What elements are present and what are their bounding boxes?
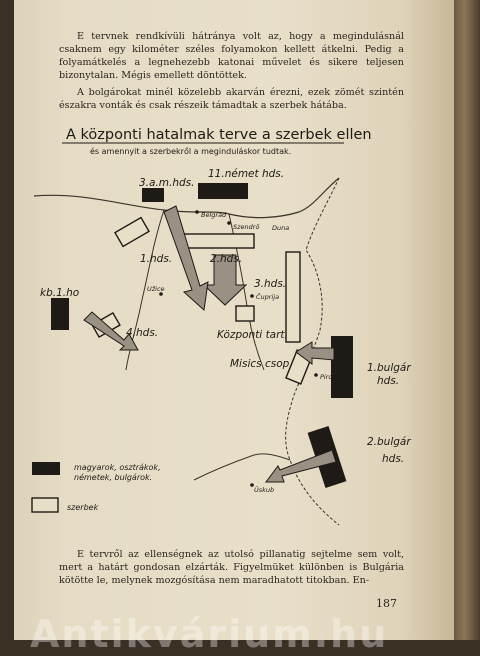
label-pirot: Pirot xyxy=(320,373,335,381)
unit-austro-hungarian-3-army xyxy=(142,188,164,202)
river-drina xyxy=(125,209,165,371)
unit-german-11-army xyxy=(198,183,248,199)
town-pirot xyxy=(314,373,318,377)
watermark: Antikvárium.hu xyxy=(30,612,389,656)
label-bulg2-a: 2.bulgár xyxy=(367,436,411,448)
arrow-german-attack xyxy=(202,254,248,306)
paragraph-top-2: A bolgárokat minél közelebb akarván érez… xyxy=(59,87,404,112)
legend-swatch-central-powers xyxy=(32,462,60,475)
page-number: 187 xyxy=(376,597,397,610)
label-serb4: 4.hds. xyxy=(126,327,158,339)
border-south xyxy=(193,453,291,481)
label-german-11: 11.német hds. xyxy=(208,168,284,180)
paragraph-top-1: E tervnek rendkívüli hátránya volt az, h… xyxy=(59,31,404,82)
label-duna: Duna xyxy=(272,224,289,232)
label-serb3: 3.hds. xyxy=(254,278,286,290)
town-szendro xyxy=(227,221,231,225)
label-cuprija: Čuprija xyxy=(256,292,279,301)
label-bulg1-a: 1.bulgár xyxy=(367,362,411,374)
unit-kb1-army-group xyxy=(51,298,69,330)
label-szendro: Szendrő xyxy=(233,222,260,231)
unit-bulgarian-1-army xyxy=(331,336,353,398)
town-uzice xyxy=(159,292,163,296)
unit-central-reserve xyxy=(235,305,255,322)
map-title: A központi hatalmak terve a szerbek elle… xyxy=(66,127,372,143)
unit-serbian-1-army xyxy=(114,216,150,248)
label-kb1: kb.1.ho xyxy=(40,287,79,299)
label-am3: 3.a.m.hds. xyxy=(139,177,194,189)
town-cuprija xyxy=(250,294,254,298)
arrow-kb1-attack xyxy=(83,311,139,351)
arrow-bulgarian-1-attack xyxy=(295,341,335,365)
label-serb2: 2.hds. xyxy=(210,253,242,265)
arrow-austro-hungarian-attack xyxy=(163,205,209,311)
legend-label-serbs: szerbek xyxy=(67,503,99,512)
label-uzice: Užice xyxy=(147,285,165,293)
book-spine xyxy=(454,0,480,640)
label-central: Központi tart. xyxy=(217,329,288,341)
label-uskub: Üskub xyxy=(254,485,274,494)
label-belgrad: Belgrád xyxy=(201,211,227,219)
unit-serbian-3-army xyxy=(285,251,301,343)
label-serb1: 1.hds. xyxy=(140,253,172,265)
paragraph-bottom: E tervről az ellenségnek az utolsó pilla… xyxy=(59,549,404,587)
book-page: E tervnek rendkívüli hátránya volt az, h… xyxy=(14,0,454,640)
legend-label-central-powers-1: magyarok, osztrákok, xyxy=(74,463,161,472)
town-uskub xyxy=(250,483,254,487)
town-belgrad xyxy=(195,210,199,214)
legend-swatch-serbs xyxy=(31,497,59,513)
label-bulg2-b: hds. xyxy=(382,453,404,465)
label-bulg1-b: hds. xyxy=(377,375,399,387)
river-danube xyxy=(33,177,340,219)
map-subtitle: és amennyit a szerbekről a meginduláskor… xyxy=(90,146,291,156)
unit-serbian-2-army xyxy=(183,233,255,249)
legend-label-central-powers-2: németek, bulgárok. xyxy=(74,472,152,482)
arrow-bulgarian-2-attack xyxy=(265,449,337,483)
campaign-map: A központi hatalmak terve a szerbek elle… xyxy=(31,127,411,526)
label-misics: Misics csop. xyxy=(230,358,293,370)
